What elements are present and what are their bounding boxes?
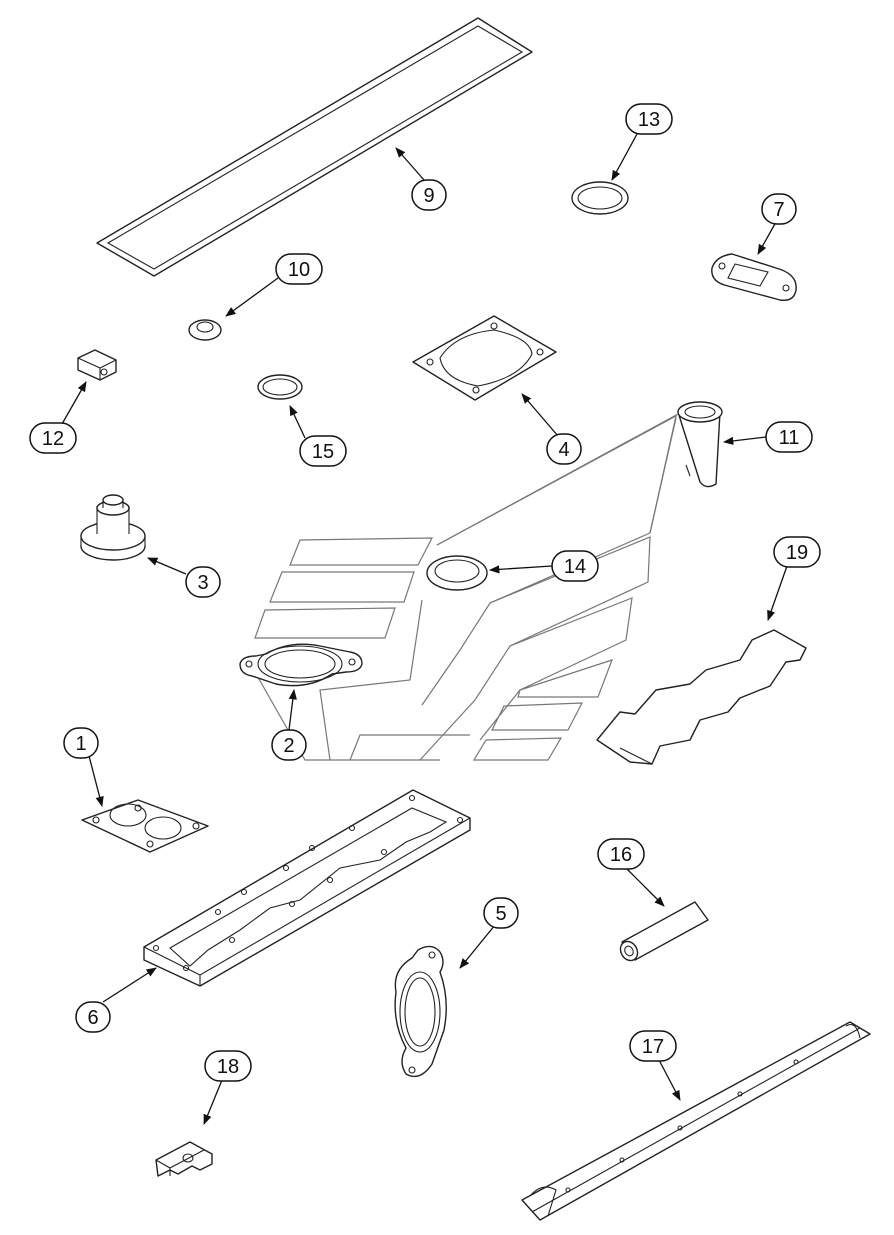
callout-1-label: 1	[75, 733, 86, 755]
callout-10: 10	[275, 253, 323, 285]
callout-5: 5	[483, 897, 519, 929]
callout-15-label: 15	[312, 441, 334, 463]
part-11-sleeve	[677, 401, 723, 488]
part-12-clip	[77, 349, 117, 381]
callout-6-label: 6	[87, 1007, 98, 1029]
callout-11-label: 11	[779, 427, 800, 449]
callout-2: 2	[271, 729, 307, 761]
part-19-strip-gasket	[596, 629, 807, 765]
part-13-o-ring	[571, 181, 629, 215]
callout-13-label: 13	[638, 109, 660, 131]
callout-18-label: 18	[217, 1056, 239, 1078]
callout-17: 17	[629, 1030, 677, 1062]
callout-6: 6	[75, 1001, 111, 1033]
callout-9: 9	[411, 179, 447, 211]
part-18-bracket	[155, 1141, 213, 1177]
callout-7: 7	[761, 193, 797, 225]
callout-1: 1	[63, 727, 99, 759]
callout-19-label: 19	[786, 542, 808, 564]
callout-11: 11	[765, 421, 813, 453]
part-9-long-gasket	[96, 17, 533, 277]
callout-4-label: 4	[558, 439, 569, 461]
part-14-ring	[426, 555, 488, 591]
part-1-two-hole-gasket	[81, 799, 209, 853]
callout-9-label: 9	[423, 185, 434, 207]
part-7-plate-gasket	[711, 253, 797, 301]
callout-14: 14	[551, 550, 599, 582]
part-2-flange-gasket	[239, 643, 363, 687]
part-6-long-gasket	[143, 789, 471, 987]
part-3-plug	[80, 494, 146, 561]
part-5-flange-gasket	[394, 945, 447, 1078]
part-4-square-gasket	[412, 315, 557, 401]
part-15-o-ring	[257, 374, 303, 400]
callout-14-label: 14	[564, 556, 586, 578]
callout-16-label: 16	[610, 844, 632, 866]
callout-13: 13	[625, 103, 673, 135]
callout-4: 4	[546, 433, 582, 465]
callout-18: 18	[204, 1050, 252, 1082]
part-16-tube	[619, 901, 709, 962]
callout-19: 19	[773, 536, 821, 568]
callout-3: 3	[185, 566, 221, 598]
callout-15: 15	[299, 435, 347, 467]
leader-lines	[61, 133, 788, 1125]
callout-5-label: 5	[495, 903, 506, 925]
callout-16: 16	[597, 838, 645, 870]
part-10-washer	[188, 319, 222, 341]
callout-2-label: 2	[283, 735, 294, 757]
callout-3-label: 3	[197, 572, 208, 594]
callout-7-label: 7	[773, 199, 784, 221]
callout-17-label: 17	[642, 1036, 664, 1058]
callout-10-label: 10	[288, 259, 310, 281]
callout-12-label: 12	[42, 428, 64, 450]
part-17-rail	[521, 1021, 871, 1221]
callout-12: 12	[29, 422, 77, 454]
